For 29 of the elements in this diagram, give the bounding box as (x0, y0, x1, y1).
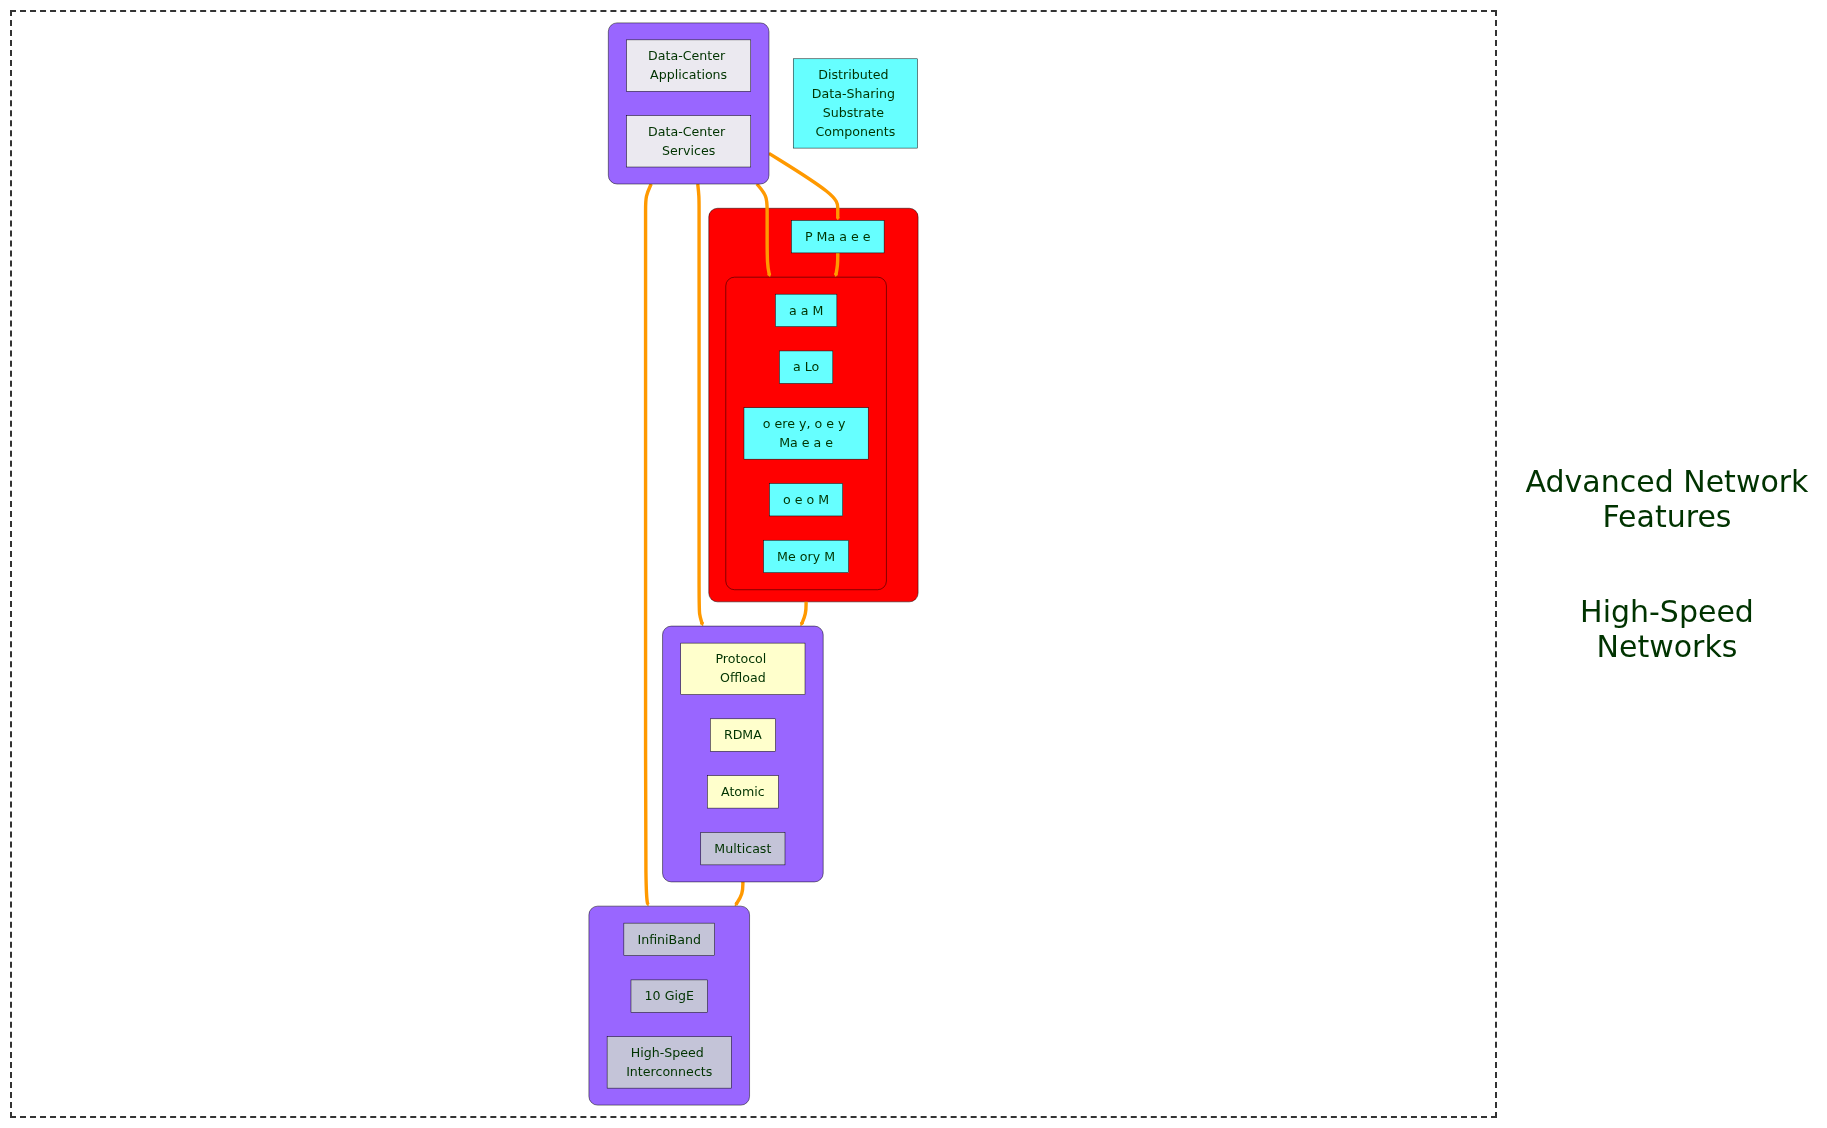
node-box: P Ma a e e (791, 220, 885, 254)
arrow (734, 881, 745, 907)
arrow (799, 601, 808, 627)
cluster (725, 276, 887, 590)
node-box: Data-Center Services (626, 115, 751, 168)
node-box: Me ory M (763, 539, 849, 573)
node-box: Distributed Data-Sharing Substrate Components (793, 58, 918, 149)
arrow (834, 252, 840, 278)
arrow (768, 151, 840, 221)
node-box: Atomic (707, 775, 779, 809)
node-box: InfiniBand (623, 922, 715, 956)
node-box: o ere y, o e y Ma e a e (743, 407, 869, 460)
node-box: 10 GigE (630, 979, 708, 1013)
arrow (696, 183, 704, 627)
node-box: RDMA (710, 718, 776, 752)
cluster (708, 208, 919, 603)
arrow (643, 183, 653, 907)
side-label: High-Speed Networks (1579, 594, 1755, 664)
cluster (662, 625, 824, 883)
node-box: Multicast (700, 832, 786, 866)
node-box: Data-Center Applications (626, 39, 751, 92)
cluster (588, 905, 750, 1106)
node-box: a a M (775, 293, 838, 327)
node-box: Protocol Offload (680, 642, 806, 695)
side-label: Advanced Network Features (1524, 464, 1810, 534)
cluster (608, 22, 770, 185)
node-box: o e o M (769, 483, 843, 517)
node-box: a Lo (779, 350, 834, 384)
node-box: High-Speed Interconnects (606, 1036, 732, 1089)
